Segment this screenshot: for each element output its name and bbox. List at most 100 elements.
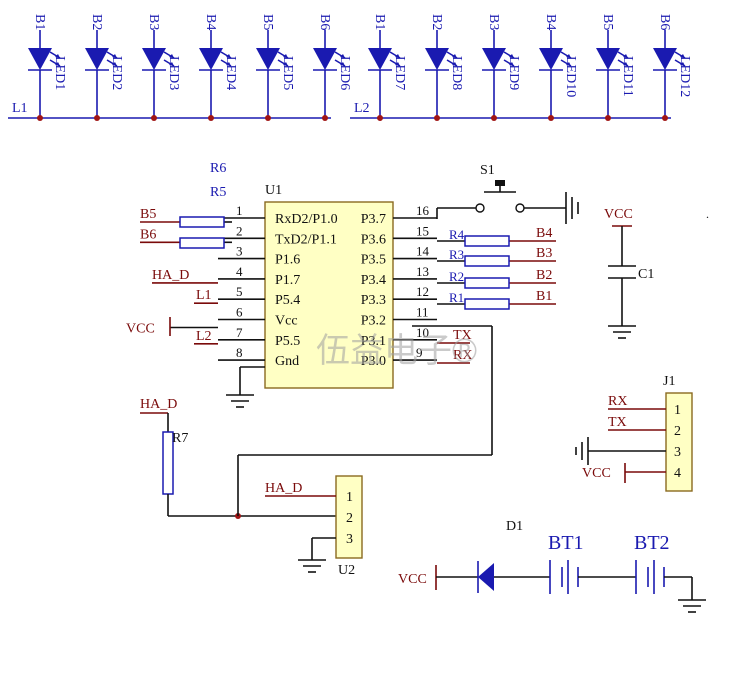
u1-pin-name: P3.5 [361, 253, 386, 268]
u1-net-rx: RX [453, 348, 472, 363]
led-driver-label: B1 [32, 14, 47, 30]
led-ref-label: LED2 [109, 56, 124, 90]
r3-label: R3 [449, 247, 464, 262]
r7-label: R7 [172, 431, 188, 446]
led-ref-label: LED8 [449, 56, 464, 90]
led-driver-label: B3 [146, 14, 161, 30]
led-driver-label: B5 [600, 14, 615, 30]
led-driver-label: B3 [486, 14, 501, 30]
j1-pin-3: 3 [674, 445, 681, 460]
u1-net-b4: B4 [536, 226, 552, 241]
j1-pin-number: 2 [674, 424, 681, 439]
u1-pin-number: 11 [416, 305, 429, 320]
u1-pin-name: Vcc [275, 314, 298, 329]
led-driver-label: B2 [89, 14, 104, 30]
r5-resistor [179, 216, 225, 228]
led-driver-label: B1 [372, 14, 387, 30]
u1-pin-number: 9 [416, 345, 423, 360]
j1-net-tx: TX [608, 415, 627, 430]
u2-pin-number: 3 [346, 532, 353, 547]
bt1-label: BT1 [548, 532, 584, 554]
r4-label: R4 [449, 227, 465, 242]
u1-pin-name: TxD2/P1.1 [275, 232, 337, 247]
led-ref-label: LED7 [392, 56, 407, 90]
u1-net-b5: B5 [140, 207, 156, 222]
u1-pin-number: 14 [416, 244, 430, 259]
r6-resistor [179, 237, 225, 249]
u1-pin-number: 6 [236, 305, 243, 320]
u1-pin-name: P1.7 [275, 273, 300, 288]
right-resistors: R4 R3 R2 R1 [449, 227, 510, 310]
u2-net-label: HA_D [265, 481, 302, 496]
r1-resistor [464, 298, 510, 310]
u1-pin-4: 4P1.7 [218, 264, 300, 288]
j1-body [665, 392, 693, 492]
u1-pin-number: 2 [236, 223, 243, 238]
u1-pin-name: P3.6 [361, 232, 386, 247]
u1-pin-name: P3.4 [361, 273, 386, 288]
j1-pin-1: 1RX [608, 394, 681, 418]
u1-pin-number: 8 [236, 345, 243, 360]
u1-net-vcc: VCC [126, 322, 155, 337]
r7-net-label: HA_D [140, 397, 177, 412]
u1-net-tx: TX [453, 328, 472, 343]
u1-pin-number: 3 [236, 244, 243, 259]
u1-pin-name: RxD2/P1.0 [275, 212, 338, 227]
u1-pin-number: 13 [416, 264, 429, 279]
s1-label: S1 [480, 163, 495, 178]
u1-pin-name: P1.6 [275, 253, 300, 268]
d1-label: D1 [506, 519, 523, 534]
led-driver-label: B5 [260, 14, 275, 30]
u1-ref: U1 [265, 183, 282, 198]
u1-net-b2: B2 [536, 268, 552, 283]
u1-left-pins: 1RxD2/P1.02TxD2/P1.13P1.64P1.75P5.46Vcc7… [126, 203, 338, 369]
u1-pin-number: 4 [236, 264, 243, 279]
led-ref-label: LED6 [337, 56, 352, 90]
u1-pin-number: 15 [416, 223, 429, 238]
led-arrays: L1B1LED1B2LED2B3LED3B4LED4B5LED5B6LED6L2… [8, 14, 692, 121]
r3-resistor [464, 255, 510, 267]
u1-pin-name: P3.7 [361, 212, 386, 227]
resistor-r7: HA_D R7 [140, 325, 493, 519]
led-ref-label: LED1 [52, 56, 67, 90]
u2-label: U2 [338, 563, 355, 578]
u1-net-b1: B1 [536, 289, 552, 304]
j1-label: J1 [663, 374, 675, 389]
u1-pin-number: 10 [416, 325, 429, 340]
switch-s1: S1 [436, 163, 579, 224]
led-ref-label: LED10 [563, 56, 578, 97]
power-section: VCC D1 BT1 BT2 [398, 519, 706, 613]
led-driver-label: B6 [317, 14, 332, 30]
led-ref-label: LED11 [620, 56, 635, 97]
r2-label: R2 [449, 269, 464, 284]
u1-pin-number: 12 [416, 284, 429, 299]
u1-pin-7: 7P5.5 [218, 325, 300, 349]
u1-net-l2: L2 [196, 329, 212, 344]
j1-net-vcc: VCC [582, 466, 611, 481]
c1-vcc-label: VCC [604, 207, 633, 222]
ground-symbol-u1 [226, 366, 265, 408]
diode-d1-symbol [478, 563, 494, 591]
u2-body [335, 475, 363, 559]
c1-label: C1 [638, 267, 654, 282]
